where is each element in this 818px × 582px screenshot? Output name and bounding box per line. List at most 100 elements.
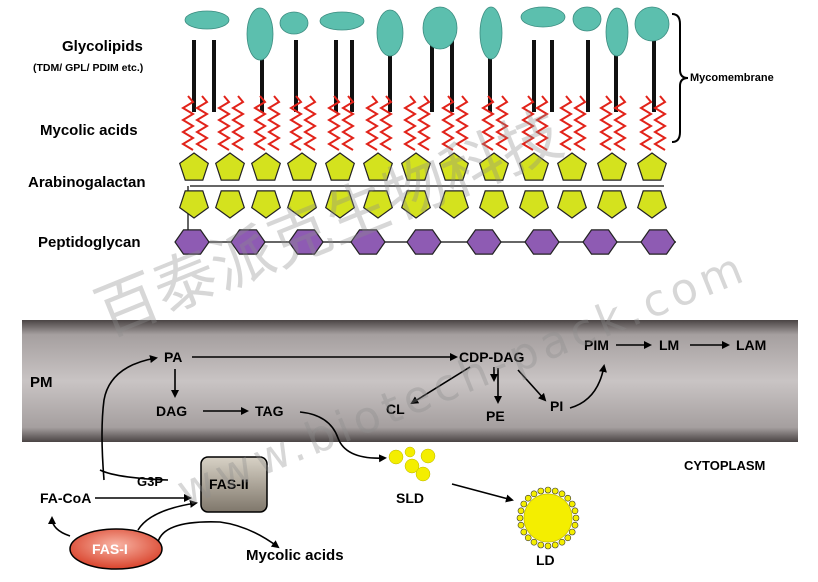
glycolipid-head — [605, 7, 629, 57]
label-mycolic-acids-wall: Mycolic acids — [40, 122, 138, 139]
peptidoglycan-unit — [350, 229, 386, 255]
ld-phospholipid-head — [530, 490, 538, 498]
peptidoglycan-unit — [466, 229, 502, 255]
ld-phospholipid-head — [524, 534, 532, 542]
label-cytoplasm: CYTOPLASM — [684, 458, 766, 473]
pathway-arrows — [48, 341, 730, 549]
arabinogalactan-unit — [636, 152, 668, 181]
arabinogalactan-unit — [636, 190, 668, 219]
peptidoglycan-unit — [582, 229, 618, 255]
label-glycolipids-examples: (TDM/ GPL/ PDIM etc.) — [33, 62, 144, 74]
label-peptidoglycan: Peptidoglycan — [38, 234, 141, 251]
arabinogalactan-unit — [596, 152, 628, 181]
peptidoglycan-unit — [524, 229, 560, 255]
mycolic-acid-chain — [599, 95, 613, 151]
ld-phospholipid-head — [572, 514, 580, 522]
label-mycomembrane: Mycomembrane — [690, 72, 774, 84]
ld-phospholipid-head — [571, 521, 579, 529]
label-pim: PIM — [584, 337, 609, 353]
glycolipid-head — [422, 6, 458, 50]
ld-phospholipid-head — [517, 521, 525, 529]
ld-phospholipid-head — [558, 538, 566, 546]
label-pm: PM — [30, 374, 53, 391]
label-tag: TAG — [255, 403, 284, 419]
ld-phospholipid-head — [571, 507, 579, 515]
mycolic-acid-chain — [535, 95, 549, 151]
arabinogalactan-unit — [250, 152, 282, 181]
peptidoglycan-unit — [406, 229, 442, 255]
ld-phospholipid-head — [568, 500, 576, 508]
mycolic-acid-chain — [289, 95, 303, 151]
mycolic-acid-chain — [253, 95, 267, 151]
arabinogalactan-unit — [478, 190, 510, 219]
arabinogalactan-unit — [478, 152, 510, 181]
ld-phospholipid-head — [517, 507, 525, 515]
peptidoglycan-unit — [230, 229, 266, 255]
ld-phospholipid-head — [530, 538, 538, 546]
mycolic-acid-chain — [217, 95, 231, 151]
ld-phospholipid-head — [520, 528, 528, 536]
mycolic-acid-chain — [613, 95, 627, 151]
mycolic-acid-chain — [455, 95, 469, 151]
ld-phospholipid-head — [568, 528, 576, 536]
label-sld: SLD — [396, 490, 424, 506]
arabinogalactan-unit — [438, 190, 470, 219]
ld-phospholipid-head — [544, 542, 552, 550]
glycolipid-head — [319, 11, 365, 31]
mycolic-acid-chain — [521, 95, 535, 151]
mycolic-acid-chain — [327, 95, 341, 151]
mycolic-acid-chain — [653, 95, 667, 151]
label-mycolic-acids-product: Mycolic acids — [246, 547, 344, 564]
mycolic-acid-chain — [559, 95, 573, 151]
arabinogalactan-unit — [178, 190, 210, 219]
arabinogalactan-unit — [556, 190, 588, 219]
mycolic-acid-chain — [267, 95, 281, 151]
mycomembrane-bracket — [671, 13, 689, 143]
arabinogalactan-unit — [286, 190, 318, 219]
label-lam: LAM — [736, 337, 767, 353]
label-cdp-dag: CDP-DAG — [459, 349, 525, 365]
mycolic-acid-chain — [181, 95, 195, 151]
label-pa: PA — [164, 349, 183, 365]
mycolic-acid-chain — [403, 95, 417, 151]
arabinogalactan-unit — [596, 190, 628, 219]
ld-phospholipid-head — [537, 487, 545, 495]
glycolipid-head — [246, 7, 274, 61]
ld-phospholipid-head — [524, 494, 532, 502]
mycolic-acid-chain — [441, 95, 455, 151]
glycolipid-head — [634, 6, 670, 42]
ld-phospholipid-head — [551, 541, 559, 549]
glycolipid-head — [479, 6, 503, 60]
fas-ii-box — [200, 456, 268, 513]
mycolic-acid-chain — [365, 95, 379, 151]
peptidoglycan-unit — [288, 229, 324, 255]
arabinogalactan-unit — [324, 190, 356, 219]
label-fas-i: FAS-I — [92, 541, 128, 557]
label-lm: LM — [659, 337, 680, 353]
glycolipid-head — [184, 10, 230, 30]
arabinogalactan-unit — [250, 190, 282, 219]
label-dag: DAG — [156, 403, 188, 419]
peptidoglycan-unit — [640, 229, 676, 255]
glycolipid-head — [376, 9, 404, 57]
label-ld: LD — [536, 552, 555, 568]
arabinogalactan-unit — [362, 190, 394, 219]
mycolic-acid-chain — [195, 95, 209, 151]
label-arabinogalactan: Arabinogalactan — [28, 174, 146, 191]
mycolic-acid-chain — [303, 95, 317, 151]
mycolic-acid-chain — [231, 95, 245, 151]
glycolipid-head — [279, 11, 309, 35]
ld-phospholipid-head — [520, 500, 528, 508]
arabinogalactan-unit — [438, 152, 470, 181]
sld-droplets — [388, 446, 436, 482]
ld-phospholipid-head — [551, 487, 559, 495]
mycolic-acid-chain — [379, 95, 393, 151]
label-glycolipids: Glycolipids — [62, 38, 143, 55]
arabinogalactan-unit — [556, 152, 588, 181]
arabinogalactan-unit — [286, 152, 318, 181]
arabinogalactan-unit — [400, 190, 432, 219]
ld-droplet — [516, 486, 580, 550]
arabinogalactan-unit — [400, 152, 432, 181]
arabinogalactan-unit — [214, 190, 246, 219]
